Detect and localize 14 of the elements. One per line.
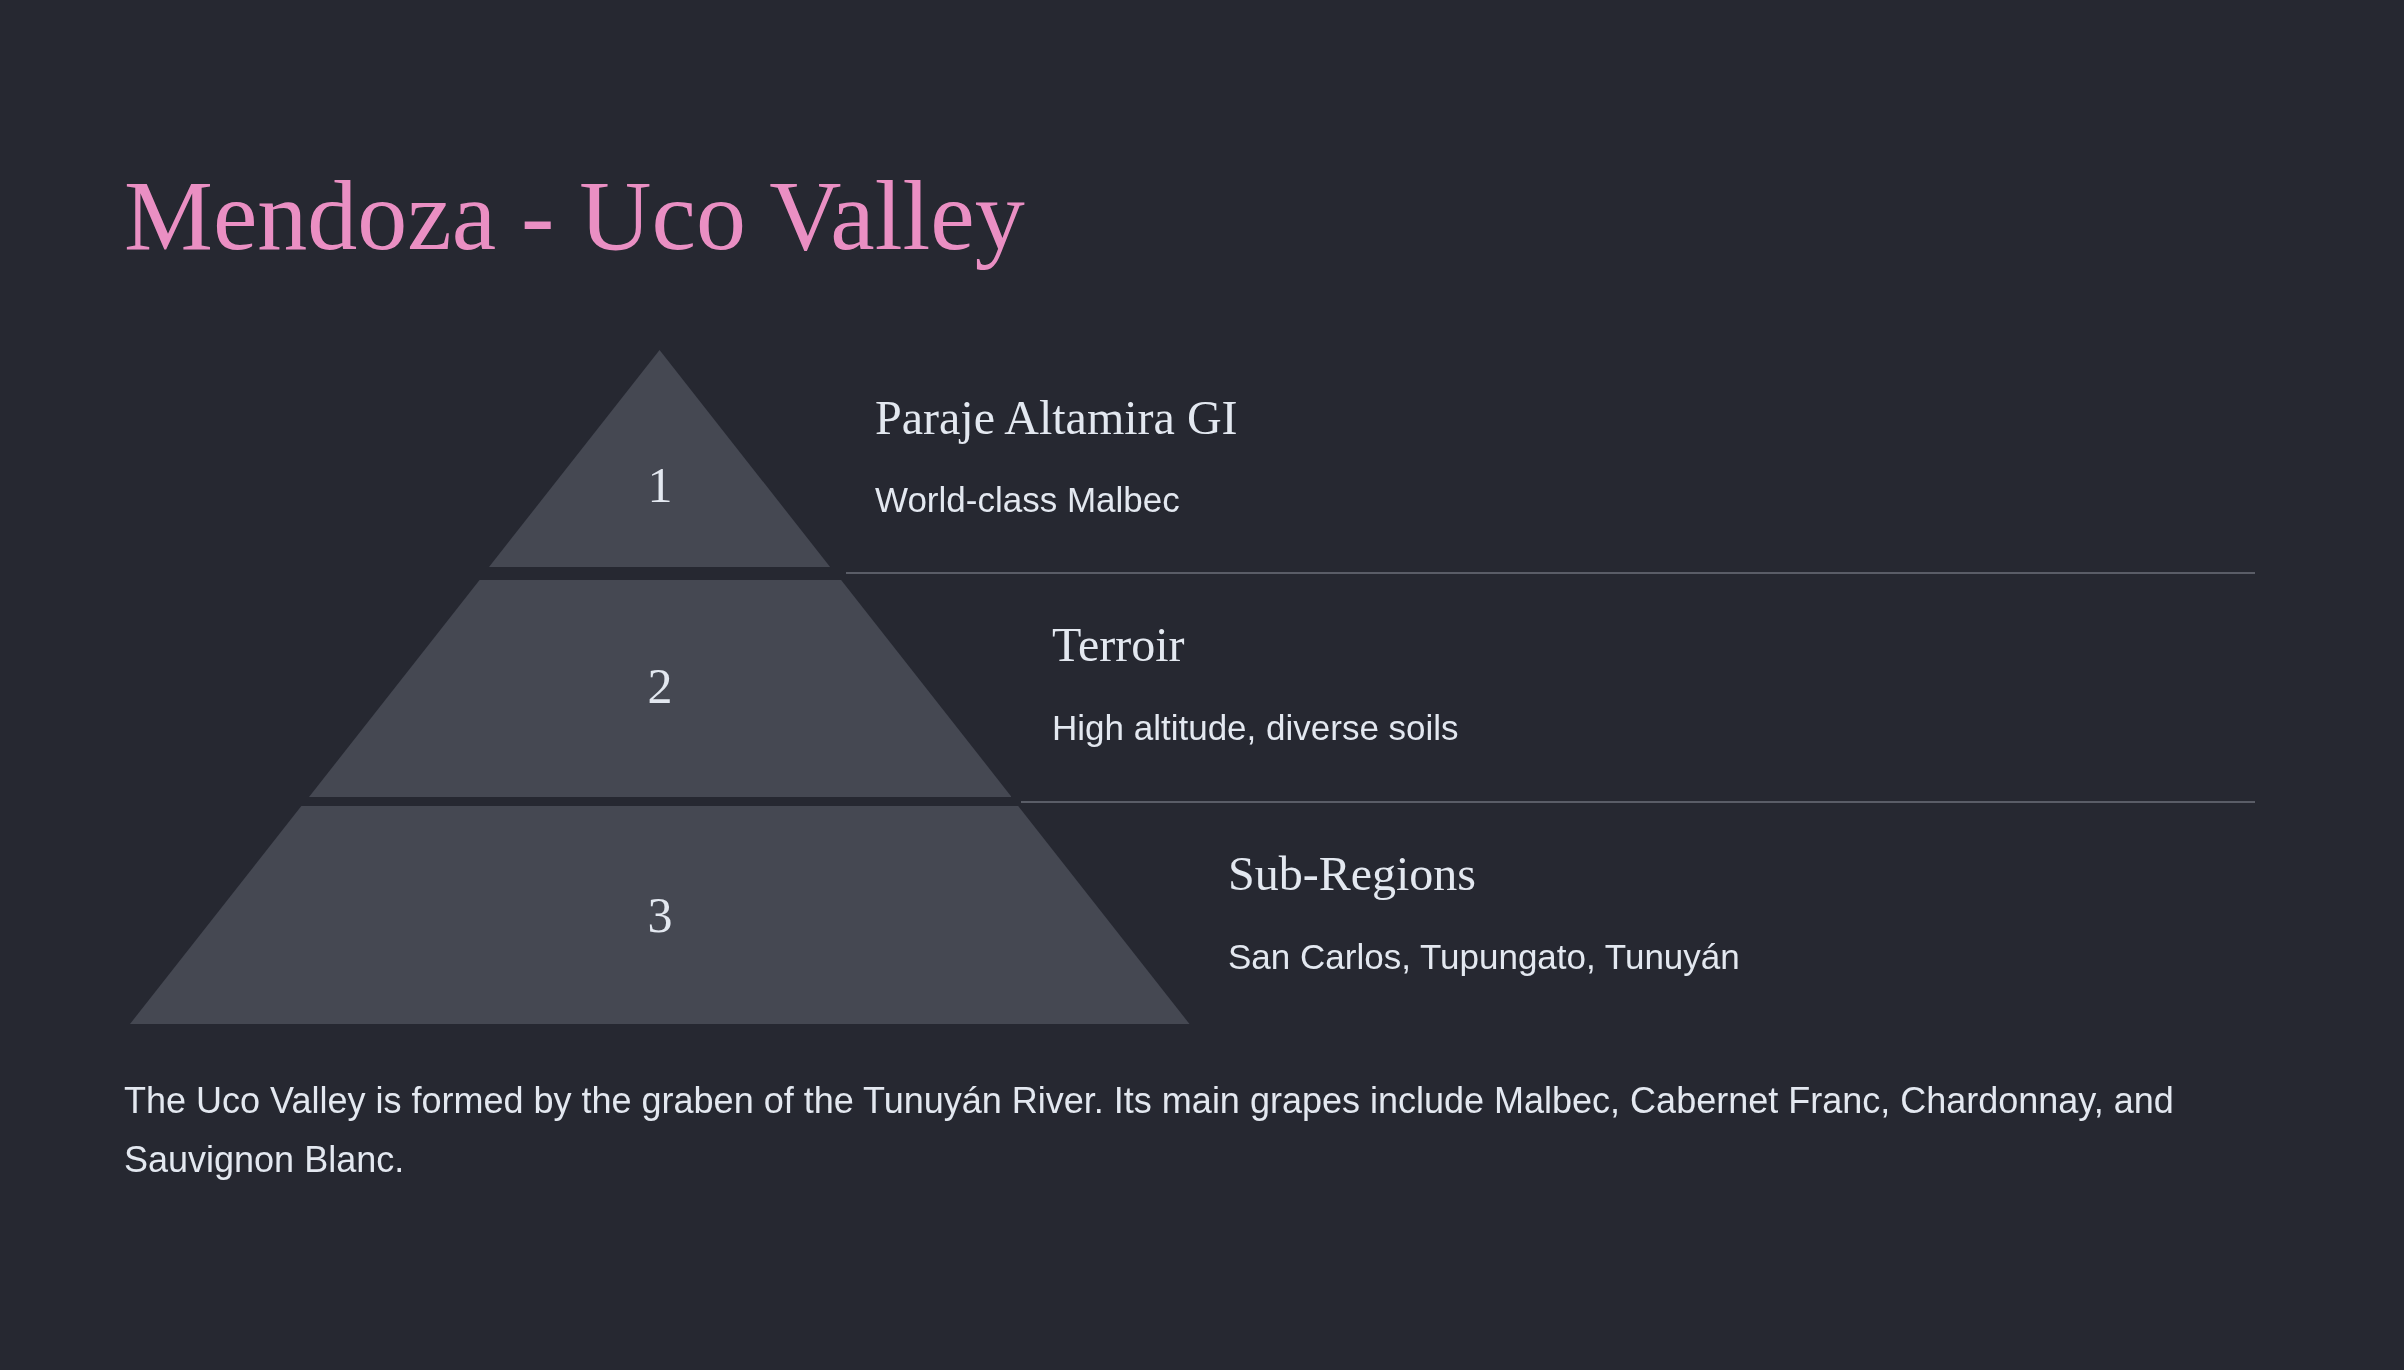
pyramid-tier: [308, 580, 1012, 797]
caption-paragraph: The Uco Valley is formed by the graben of the Tunuyán River. Its main grapes include Malbec, Cabernet Franc, Chardonnay, and Sauvignon Blanc.: [124, 1079, 2175, 1182]
pyramid-tier: [489, 350, 831, 567]
pyramid-tier: [130, 806, 1190, 1024]
tier-heading: Sub-Regions: [1228, 846, 1476, 903]
tier-description: High altitude, diverse soils: [1052, 707, 1459, 749]
tier-number: 1: [646, 455, 674, 515]
slide-title: Mendoza - Uco Valley: [124, 159, 1025, 273]
tier-heading: Terroir: [1052, 617, 1185, 674]
tier-number: 3: [646, 886, 674, 945]
tier-number: 2: [646, 657, 674, 717]
tier-heading: Paraje Altamira GI: [875, 390, 1238, 447]
tier-description: San Carlos, Tupungato, Tunuyán: [1228, 936, 1740, 978]
tier-description: World-class Malbec: [875, 479, 1180, 521]
